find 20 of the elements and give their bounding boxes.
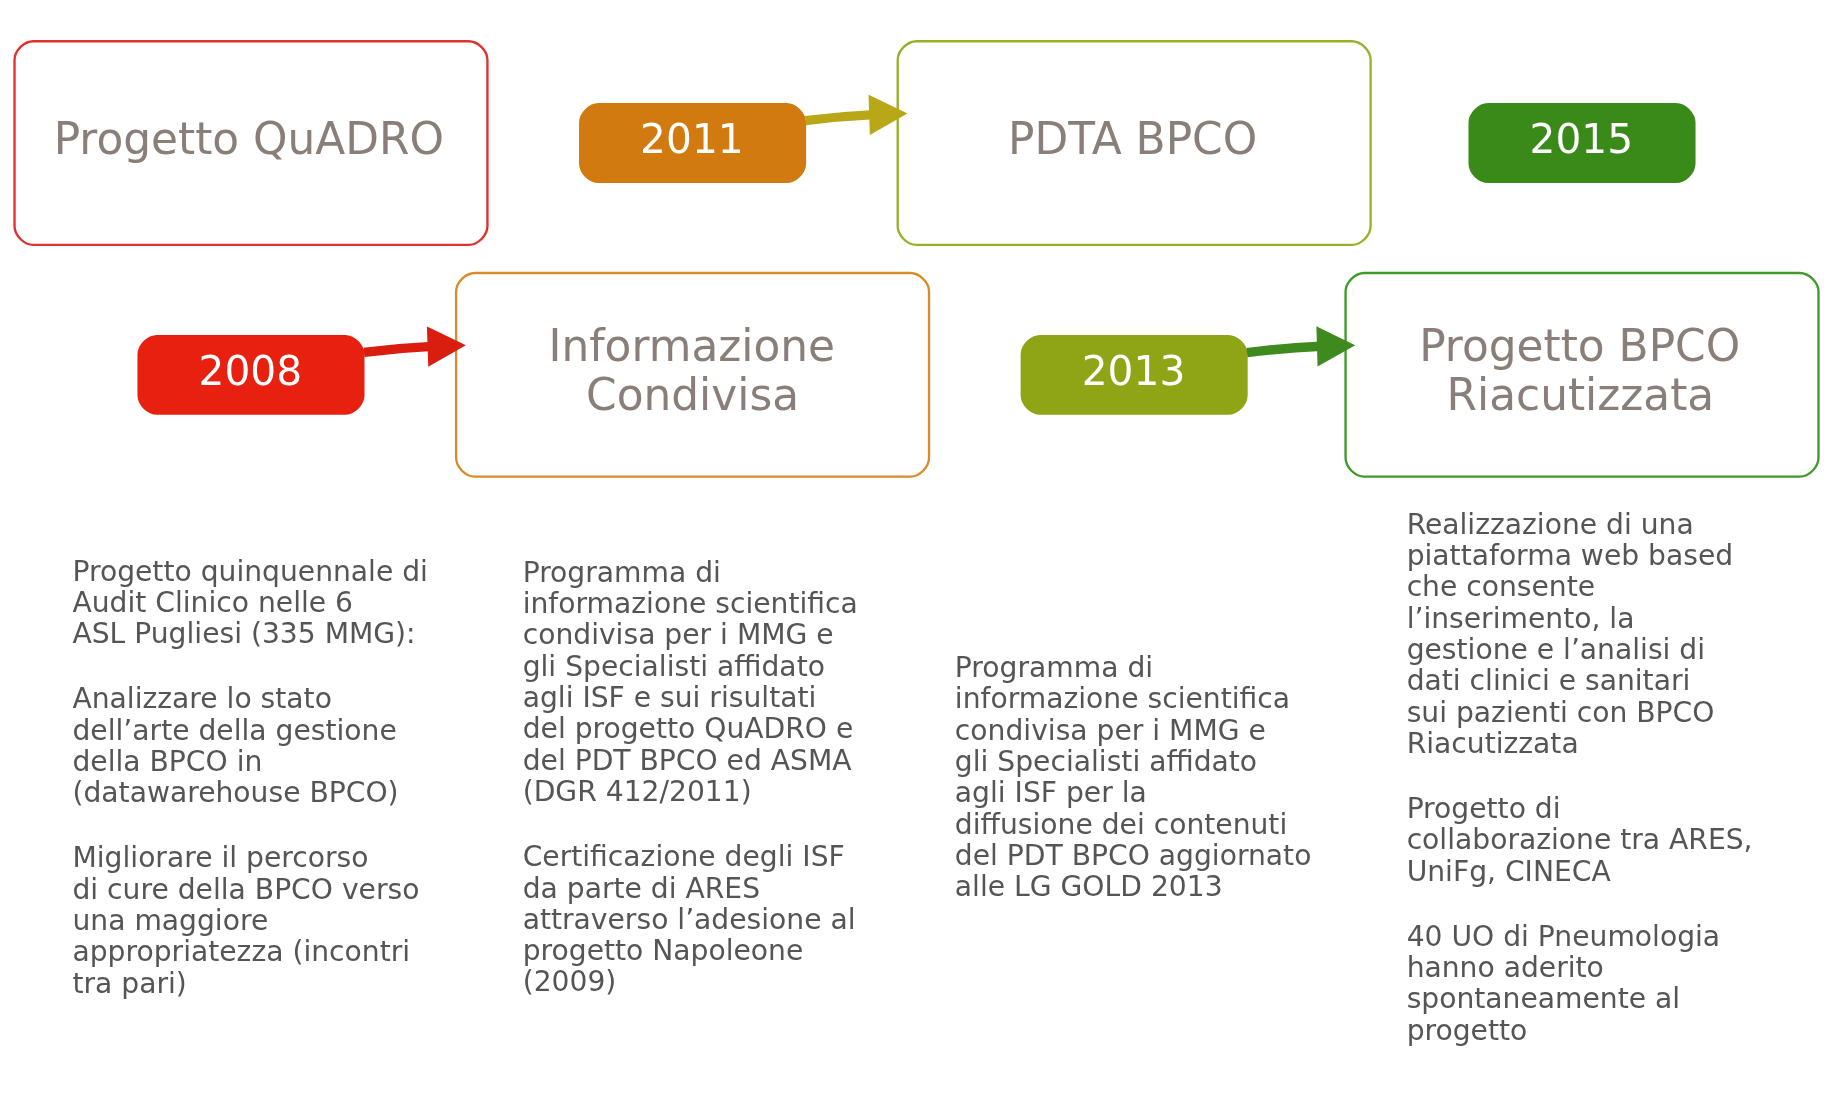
node-box: 2011 bbox=[579, 103, 807, 183]
label: 40 UO di Pneumologia hanno aderito spontaneamente al progetto bbox=[1406, 919, 1721, 1047]
label: Progetto di collaborazione tra ARES, UniFg, CINECA bbox=[1406, 791, 1753, 888]
node-box: Progetto BPCO Riacutizzata bbox=[1344, 271, 1820, 478]
label: Realizzazione di una piattaforma web based che consente l’inserimento, la gestione e l’analisi di dati clinici e sanitari sui pazienti con BPCO Riacutizzata bbox=[1406, 507, 1734, 760]
arrow bbox=[363, 326, 466, 367]
arrow bbox=[1246, 326, 1356, 367]
node-box: Informazione Condivisa bbox=[454, 271, 931, 478]
label: Programma di informazione scientifica condivisa per i MMG e gli Specialisti affidato agli ISF per la diffusione dei contenuti del PDT BPCO aggiornato alle LG GOLD 2013 bbox=[954, 651, 1312, 904]
label: Progetto quinquennale di Audit Clinico nelle 6 ASL Pugliesi (335 MMG): bbox=[72, 554, 428, 651]
label: Migliorare il percorso di cure della BPCO verso una maggiore appropriatezza (incontri tra pari) bbox=[72, 841, 420, 1000]
node-box: 2008 bbox=[137, 334, 365, 415]
node-box: 2013 bbox=[1020, 334, 1248, 415]
arrow bbox=[804, 94, 908, 135]
label: Certificazione degli ISF da parte di ARES attraverso l’adesione al progetto Napoleone (2009) bbox=[522, 840, 856, 999]
label: Analizzare lo stato dell’arte della gestione della BPCO in (datawarehouse BPCO) bbox=[72, 682, 399, 810]
node-box: PDTA BPCO bbox=[896, 40, 1372, 246]
node-box: Progetto QuADRO bbox=[13, 40, 489, 246]
node-box: 2015 bbox=[1468, 103, 1696, 183]
label: Programma di informazione scientifica condivisa per i MMG e gli Specialisti affidato agli ISF e sui risultati del progetto QuADRO e del PDT BPCO ed ASMA (DGR 412/2011) bbox=[522, 555, 858, 809]
